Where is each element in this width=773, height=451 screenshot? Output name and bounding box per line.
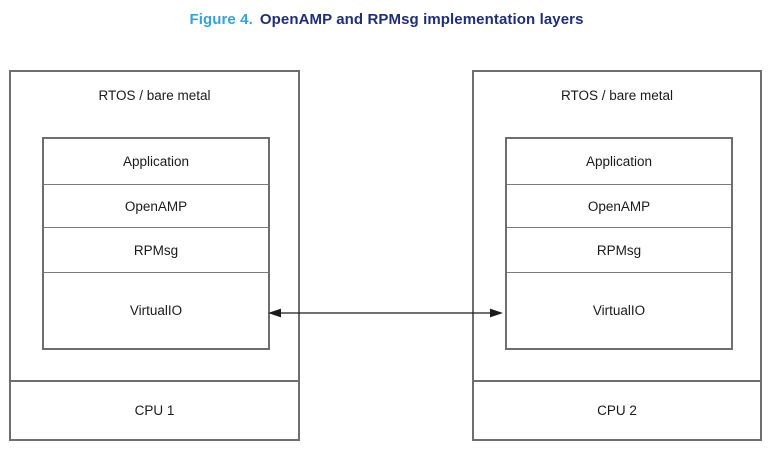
- figure-number: Figure 4.: [189, 11, 253, 28]
- cpu2-label: CPU 2: [474, 380, 760, 439]
- cpu1-label: CPU 1: [11, 380, 298, 439]
- cpu2-layer-openamp: OpenAMP: [507, 184, 731, 227]
- cpu1-layer-application: Application: [122, 154, 190, 169]
- cpu1-layer-stack: Application OpenAMP RPMsg VirtualIO: [42, 137, 270, 350]
- figure-caption: Figure 4. OpenAMP and RPMsg implementatio…: [0, 11, 773, 28]
- cpu2-env-label: RTOS / bare metal: [560, 88, 674, 103]
- cpu1-layer-rpmsg: RPMsg: [44, 227, 268, 272]
- cpu2-layer-stack: Application OpenAMP RPMsg VirtualIO: [505, 137, 733, 350]
- cpu2-box: RTOS / bare metal Application OpenAMP RP…: [472, 70, 762, 441]
- cpu2-layer-virtualio: VirtualIO: [507, 272, 731, 348]
- cpu2-layer-rpmsg: RPMsg: [507, 227, 731, 272]
- cpu1-layer-openamp: OpenAMP: [44, 184, 268, 227]
- cpu1-layer-virtualio: VirtualIO: [44, 272, 268, 348]
- cpu1-env-label: RTOS / bare metal: [98, 88, 211, 103]
- cpu1-box: RTOS / bare metal Application OpenAMP RP…: [9, 70, 300, 441]
- figure-title-text: OpenAMP and RPMsg implementation layers: [259, 11, 584, 28]
- cpu2-layer-application: Application: [585, 154, 653, 169]
